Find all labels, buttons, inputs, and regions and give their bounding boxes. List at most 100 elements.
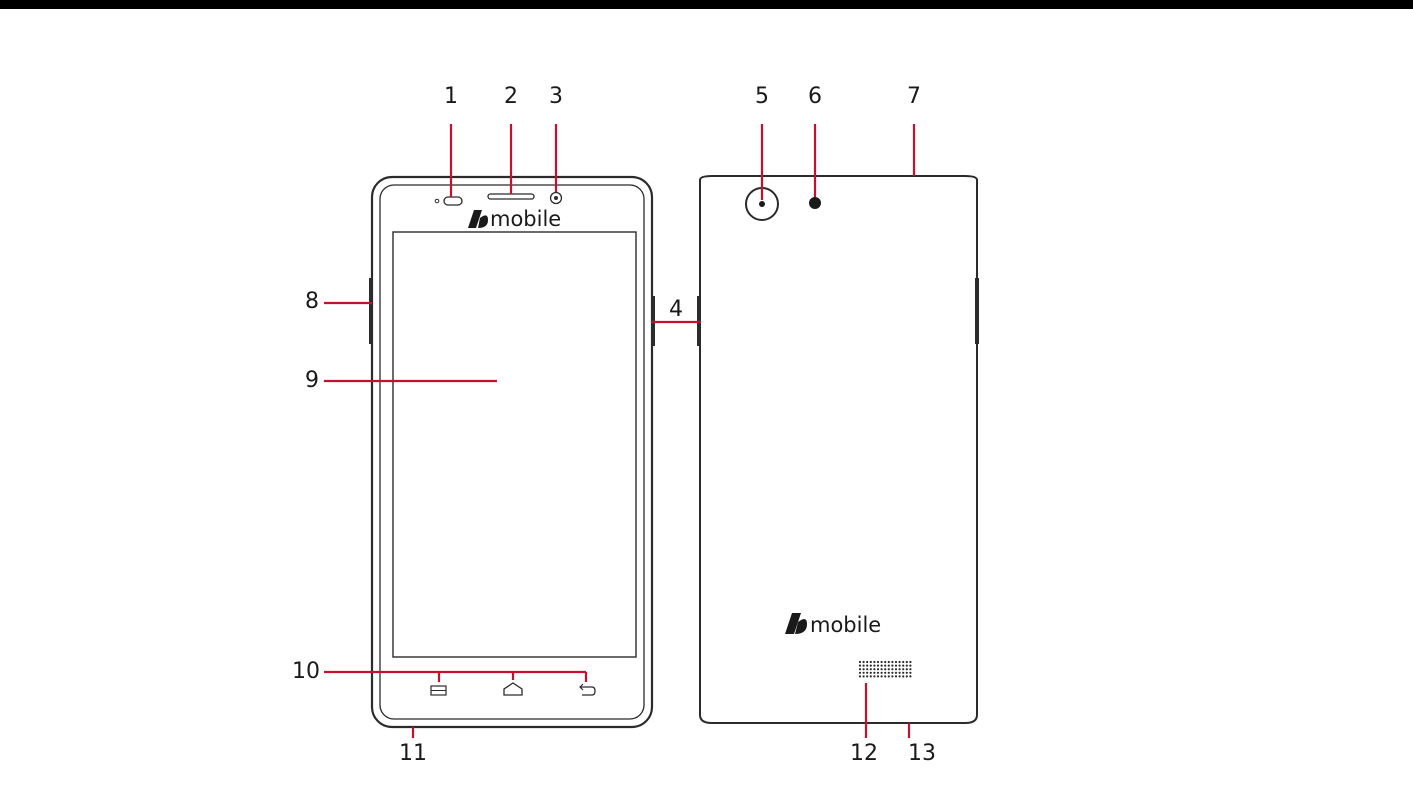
speaker-grille-dot [909,675,911,677]
callout-1: 1 [444,84,458,109]
speaker-grille-dot [873,675,875,677]
callout-8: 8 [305,289,319,314]
callout-2: 2 [504,84,518,109]
speaker-grille-dot [866,675,868,677]
callout-11: 11 [399,741,427,766]
speaker-grille-dot [881,661,883,663]
speaker-grille-dot [899,672,901,674]
callout-13: 13 [908,741,936,766]
speaker-grille-dot [884,668,886,670]
front-dot-sensor [435,199,439,203]
speaker-grille-dot [899,661,901,663]
speaker-grille-dot [895,665,897,667]
speaker-grille-dot [888,668,890,670]
speaker-grille-dot [859,661,861,663]
callout-7: 7 [907,84,921,109]
front-view: mobile [369,177,655,727]
speaker-grille-dot [884,665,886,667]
speaker-grille-dot [902,661,904,663]
proximity-sensor [444,197,462,205]
back-brand-text: mobile [810,613,881,637]
callout-9: 9 [305,368,319,393]
back-body-outline [700,176,977,723]
earpiece-speaker [488,194,534,199]
speaker-grille-dot [866,661,868,663]
speaker-grille-dot [888,661,890,663]
speaker-grille-dot [909,661,911,663]
speaker-grille-dot [859,672,861,674]
speaker-grille-dot [888,675,890,677]
speaker-grille-dot [877,661,879,663]
speaker-grille-dot [899,675,901,677]
speaker-grille-dot [873,665,875,667]
speaker-grille-dot [888,672,890,674]
speaker-grille-dot [891,665,893,667]
speaker-grille-dot [863,675,865,677]
speaker-grille-dot [870,665,872,667]
speaker-grille-dot [902,668,904,670]
back-view: mobile [697,176,979,723]
speaker-grille-dot [895,661,897,663]
leader-lines [324,124,914,738]
front-body-inner [380,185,644,719]
speaker-grille-dot [895,668,897,670]
speaker-grille-dot [873,661,875,663]
front-brand-logo: mobile [468,207,561,231]
callout-5: 5 [755,84,769,109]
speaker-grille-dot [906,668,908,670]
speaker-grille-dot [873,668,875,670]
speaker-grille-dot [870,672,872,674]
speaker-grille-dot [873,672,875,674]
front-camera-lens [554,196,558,200]
speaker-grille-dot [859,668,861,670]
speaker-grille-dot [906,675,908,677]
speaker-grille-dot [881,675,883,677]
speaker-grille-dot [881,672,883,674]
speaker-grille-dot [866,672,868,674]
speaker-grille-dot [877,668,879,670]
speaker-grille-dot [906,665,908,667]
menu-button-icon [431,686,446,695]
callout-12: 12 [850,741,878,766]
speaker-grille-dot [870,668,872,670]
speaker-grille-dot [899,668,901,670]
speaker-grille-dot [895,672,897,674]
speaker-grille-dot [881,665,883,667]
speaker-grille-dot [863,668,865,670]
callout-3: 3 [549,84,563,109]
speaker-grille-dot [888,665,890,667]
speaker-grille-dot [859,665,861,667]
flash-icon [809,197,821,209]
speaker-grille-dot [881,668,883,670]
display-screen [393,232,636,657]
speaker-grille-dot [909,668,911,670]
speaker-grille-dot [902,675,904,677]
speaker-grille-dot [909,665,911,667]
speaker-grille-dot [891,675,893,677]
speaker-grille-dot [863,665,865,667]
speaker-grille-dot [891,668,893,670]
front-brand-text: mobile [490,207,561,231]
back-brand-logo: mobile [785,613,881,637]
speaker-grille-dot [909,672,911,674]
back-right-side-button [975,278,979,344]
callout-6: 6 [808,84,822,109]
callout-10: 10 [292,659,320,684]
speaker-grille-dot [891,661,893,663]
front-left-side-button [369,278,373,344]
speaker-grille-dot [870,661,872,663]
speaker-grille-icon [859,661,912,678]
speaker-grille-dot [870,675,872,677]
speaker-grille-dot [899,665,901,667]
speaker-grille-dot [859,675,861,677]
back-button-icon [580,684,595,695]
speaker-grille-dot [902,672,904,674]
speaker-grille-dot [884,675,886,677]
speaker-grille-dot [884,672,886,674]
speaker-grille-dot [906,661,908,663]
speaker-grille-dot [891,672,893,674]
speaker-grille-dot [902,665,904,667]
speaker-grille-dot [895,675,897,677]
home-button-icon [504,683,522,695]
